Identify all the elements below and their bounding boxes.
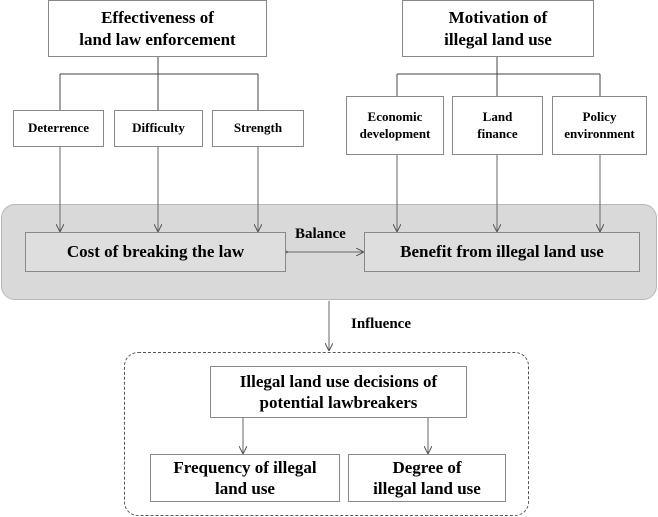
factor-strength: Strength [212, 110, 304, 147]
outcome-frequency-label: Frequency of illegal land use [173, 457, 317, 498]
factor-difficulty-label: Difficulty [132, 120, 185, 136]
cost-label: Cost of breaking the law [66, 242, 245, 262]
factor-strength-label: Strength [233, 120, 283, 136]
benefit-box: Benefit from illegal land use [364, 232, 640, 272]
factor-policy-environment: Policy environment [552, 96, 647, 155]
outcome-frequency: Frequency of illegal land use [150, 454, 340, 502]
influence-label: Influence [351, 316, 411, 332]
enforcement-effectiveness-box: Effectiveness of land law enforcement [48, 0, 267, 57]
benefit-label: Benefit from illegal land use [400, 242, 604, 262]
decision-box: Illegal land use decisions of potential … [210, 366, 467, 418]
factor-economic-development: Economic development [346, 96, 444, 155]
factor-economic-development-label: Economic development [359, 109, 431, 141]
factor-policy-environment-label: Policy environment [564, 109, 635, 141]
factor-land-finance: Land finance [452, 96, 543, 155]
motivation-box: Motivation of illegal land use [402, 0, 594, 57]
enforcement-effectiveness-label: Effectiveness of land law enforcement [79, 8, 236, 49]
decision-group [124, 352, 529, 516]
factor-deterrence: Deterrence [13, 110, 104, 147]
decision-label: Illegal land use decisions of potential … [239, 371, 438, 412]
cost-box: Cost of breaking the law [25, 232, 286, 272]
motivation-label: Motivation of illegal land use [444, 8, 552, 49]
factor-difficulty: Difficulty [114, 110, 203, 147]
outcome-degree: Degree of illegal land use [348, 454, 506, 502]
factor-deterrence-label: Deterrence [27, 120, 90, 136]
balance-label: Balance [295, 226, 346, 242]
outcome-degree-label: Degree of illegal land use [373, 457, 481, 498]
factor-land-finance-label: Land finance [477, 109, 518, 141]
